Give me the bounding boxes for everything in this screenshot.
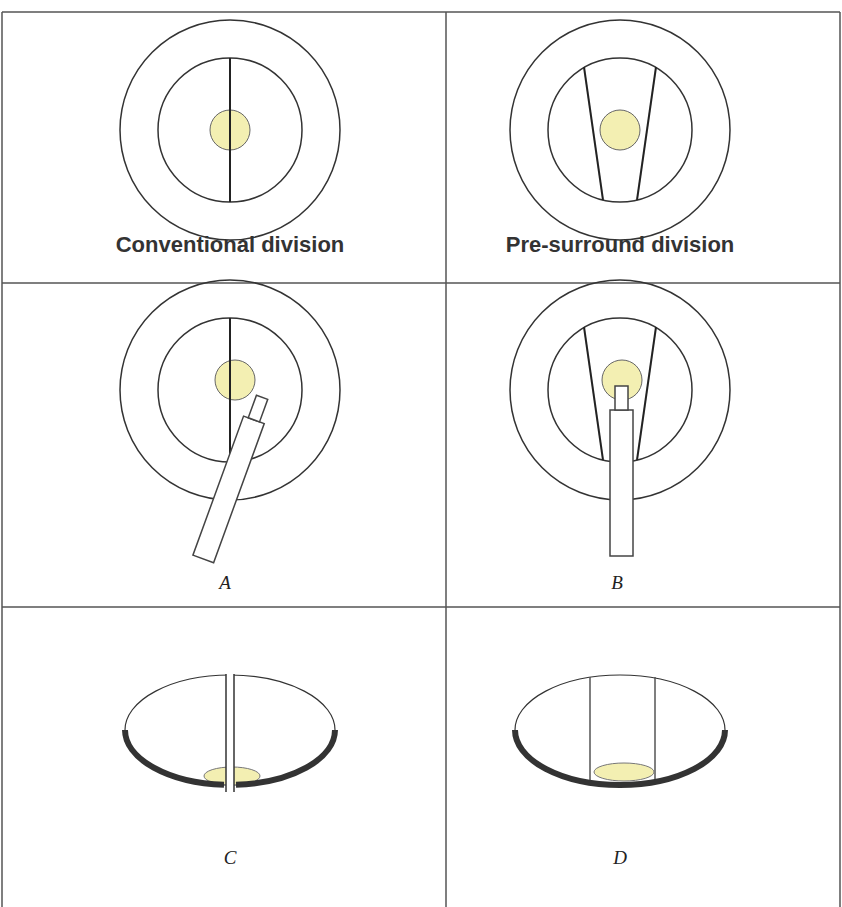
panel-title: Pre-surround division [506,232,735,258]
panel-letter: A [219,572,231,594]
panel-title: Conventional division [116,232,345,258]
panel-letter: D [613,847,627,869]
panel-letter: C [224,847,237,869]
panel-letter: B [611,572,623,594]
